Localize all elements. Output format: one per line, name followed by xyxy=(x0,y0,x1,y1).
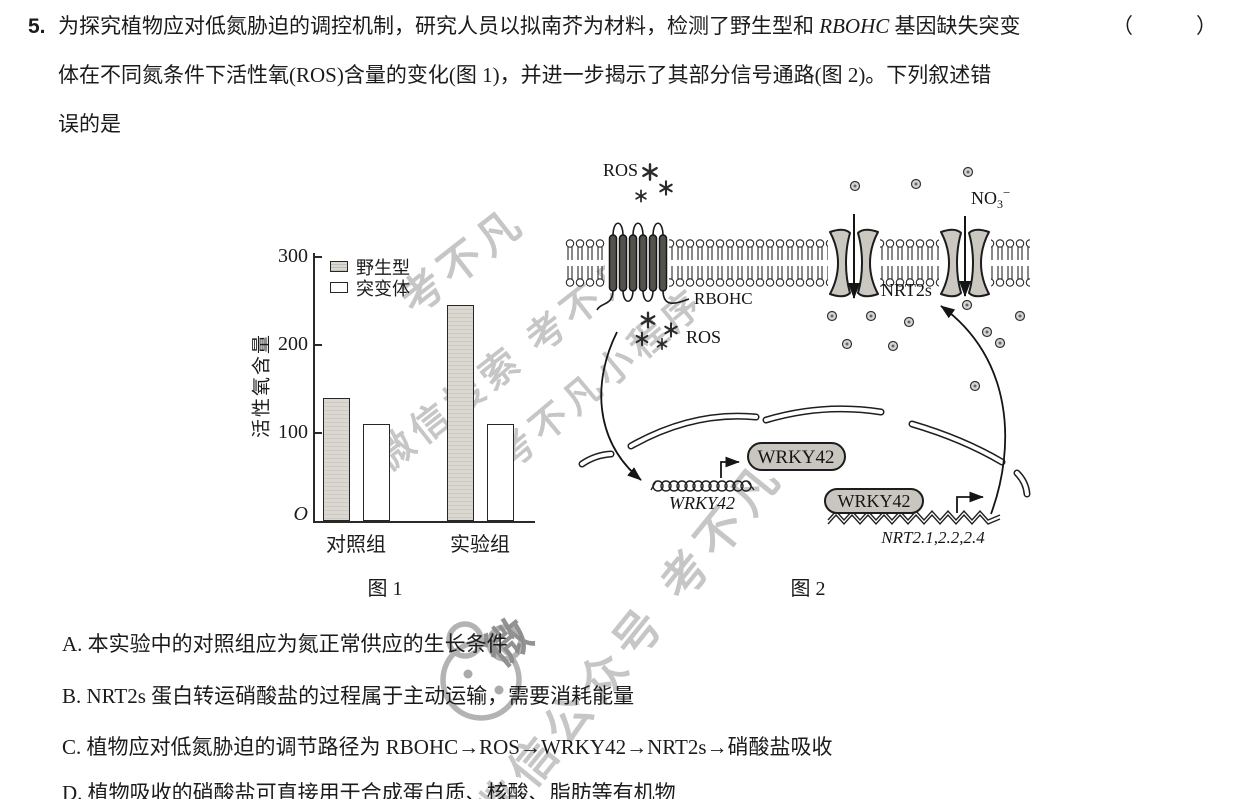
transcription-arrow-wrky42 xyxy=(720,456,740,478)
bar-对照组-野生型 xyxy=(323,397,350,521)
mascot-eye xyxy=(494,685,504,695)
question-line-1: 为探究植物应对低氮胁迫的调控机制，研究人员以拟南芥为材料，检测了野生型和 RBO… xyxy=(58,2,1021,51)
no3-superscript: − xyxy=(1003,185,1010,200)
figure1-bar-chart: 活性氧含量 300 200 100 O 野生型 突变体 对照组 实验组 xyxy=(240,245,550,578)
bar-对照组-突变体 xyxy=(363,424,390,521)
figure1-caption: 图 1 xyxy=(367,578,403,600)
gene-name-rbohc: RBOHC xyxy=(819,14,890,38)
question-number: 5. xyxy=(28,15,46,38)
bar-实验组-野生型 xyxy=(447,305,474,521)
option-c-label: C. xyxy=(62,735,82,759)
legend-item-mutant: 突变体 xyxy=(330,277,410,299)
ros-stars-outside xyxy=(635,163,673,203)
ros-stars-inside xyxy=(635,311,678,351)
option-d-text: 植物吸收的硝酸盐可直接用于合成蛋白质、核酸、脂肪等有机物 xyxy=(87,781,676,799)
legend-swatch-mutant xyxy=(330,282,348,293)
question-line-3: 误的是 xyxy=(58,112,121,136)
figure2-pathway-diagram: RBOHC NRT2s NO3− xyxy=(565,160,1031,547)
nrt2-expression-to-transporter-arrow xyxy=(940,305,1007,515)
question-text: 为探究植物应对低氮胁迫的调控机制，研究人员以拟南芥为材料，检测了野生型和 RBO… xyxy=(58,2,1021,149)
question-line1-post: 基因缺失突变 xyxy=(889,14,1021,38)
question-line-2: 体在不同氮条件下活性氧(ROS)含量的变化(图 1)，并进一步揭示了其部分信号通… xyxy=(58,63,992,87)
option-c: C. 植物应对低氮胁迫的调节路径为 RBOHC→ROS→WRKY42→NRT2s… xyxy=(62,731,833,761)
no3-main: NO xyxy=(971,188,997,208)
figure2-caption: 图 2 xyxy=(790,578,826,600)
origin-label: O xyxy=(293,503,308,525)
x-category-control: 对照组 xyxy=(326,534,386,556)
nitrate-dots xyxy=(826,166,1026,392)
transcription-arrow-nrt2 xyxy=(956,491,984,513)
wrky42-bound-protein-label: WRKY42 xyxy=(838,491,911,511)
nrt2-genes-dna-zigzag xyxy=(827,509,1001,526)
nuclear-envelope xyxy=(578,405,1031,498)
ros-to-wrky42-gene-arrow xyxy=(600,331,642,481)
y-tick-300 xyxy=(315,256,322,258)
option-d-label: D. xyxy=(62,781,83,799)
legend-label-mutant: 突变体 xyxy=(356,278,410,299)
x-category-experiment: 实验组 xyxy=(450,534,510,556)
wrky42-gene-dna-coil xyxy=(650,480,755,492)
nrt2s-label: NRT2s xyxy=(881,280,932,300)
option-b: B. NRT2s 蛋白转运硝酸盐的过程属于主动运输，需要消耗能量 xyxy=(62,680,634,710)
x-axis-line xyxy=(313,521,535,523)
legend-item-wildtype: 野生型 xyxy=(330,256,410,278)
y-tick-label-100: 100 xyxy=(278,421,308,443)
legend-label-wildtype: 野生型 xyxy=(356,257,410,278)
chart-legend: 野生型 突变体 xyxy=(330,256,410,299)
mascot-eye xyxy=(463,669,473,679)
y-tick-label-200: 200 xyxy=(278,333,308,355)
option-c-text: 植物应对低氮胁迫的调节路径为 RBOHC→ROS→WRKY42→NRT2s→硝酸… xyxy=(86,735,833,759)
question-line1-pre: 为探究植物应对低氮胁迫的调控机制，研究人员以拟南芥为材料，检测了野生型和 xyxy=(58,14,820,38)
option-b-label: B. xyxy=(62,684,82,708)
option-d: D. 植物吸收的硝酸盐可直接用于合成蛋白质、核酸、脂肪等有机物 xyxy=(62,777,676,799)
ros-inner-label: ROS xyxy=(686,327,721,347)
option-a: A. 本实验中的对照组应为氮正常供应的生长条件 xyxy=(62,628,508,658)
rbohc-label: RBOHC xyxy=(694,289,753,308)
wrky42-gene-label: WRKY42 xyxy=(669,493,735,513)
mascot-face xyxy=(440,639,522,721)
option-a-label: A. xyxy=(62,632,83,656)
nrt2-genes-label: NRT2.1,2.2,2.4 xyxy=(880,528,985,547)
option-b-text: NRT2s 蛋白转运硝酸盐的过程属于主动运输，需要消耗能量 xyxy=(86,684,635,708)
wrky42-protein-label: WRKY42 xyxy=(757,447,834,468)
wrky42-protein-box: WRKY42 xyxy=(747,442,846,471)
bar-实验组-突变体 xyxy=(487,424,514,521)
y-tick-label-300: 300 xyxy=(278,245,308,267)
y-axis-line xyxy=(313,253,315,523)
nitrate-label: NO3− xyxy=(971,185,1010,211)
option-a-text: 本实验中的对照组应为氮正常供应的生长条件 xyxy=(87,632,508,656)
wrky42-bound-protein-box: WRKY42 xyxy=(824,488,924,514)
ros-outer-label: ROS xyxy=(603,160,638,180)
y-tick-100 xyxy=(315,432,322,434)
mascot-logo xyxy=(440,621,524,721)
answer-blank: （ ） xyxy=(1112,14,1217,38)
legend-swatch-wildtype xyxy=(330,261,348,272)
y-tick-200 xyxy=(315,344,322,346)
rbohc-protein xyxy=(596,222,690,311)
no3-subscript: 3 xyxy=(997,197,1003,211)
